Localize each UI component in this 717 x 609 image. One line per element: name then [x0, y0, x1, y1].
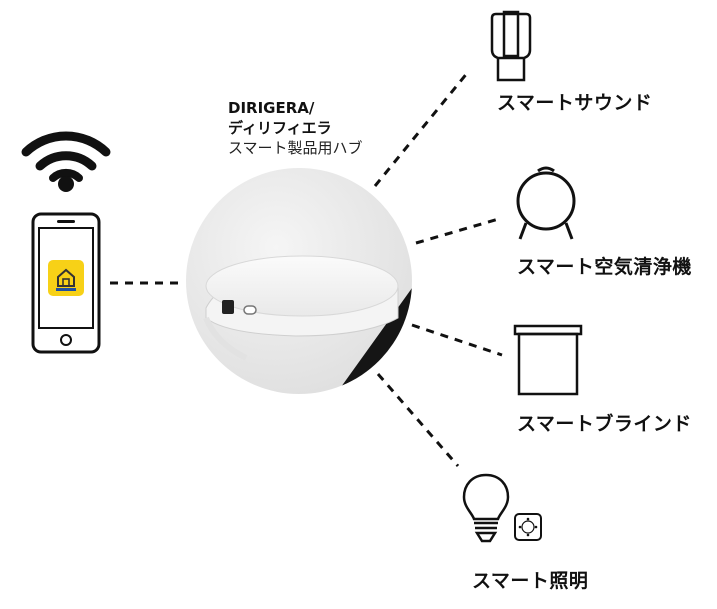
home-app-icon[interactable]	[48, 260, 84, 296]
air-purifier-label: スマート空気清浄機	[517, 256, 692, 278]
blind-icon	[513, 324, 583, 396]
hub-name-line2: ディリフィエラ	[228, 119, 332, 137]
hub-subtitle: スマート製品用ハブ	[228, 139, 363, 157]
remote-control-icon	[514, 513, 542, 541]
connector-hub-purifier	[415, 216, 503, 245]
sound-label: スマートサウンド	[497, 92, 653, 114]
hub-device-image	[186, 168, 412, 394]
lighting-label: スマート照明	[472, 570, 589, 592]
connector-hub-sound	[373, 71, 470, 187]
hub-name-line1: DIRIGERA/	[228, 99, 315, 117]
wifi-icon	[21, 131, 111, 192]
air-purifier-icon	[516, 166, 576, 240]
bulb-icon	[462, 473, 510, 543]
connector-hub-blind	[411, 323, 503, 357]
hub-title: DIRIGERA/ ディリフィエラ スマート製品用ハブ	[228, 98, 363, 158]
connector-hub-lighting	[376, 373, 460, 467]
smartphone-icon	[31, 212, 101, 354]
speaker-icon	[490, 10, 532, 82]
blind-label: スマートブラインド	[517, 413, 692, 435]
